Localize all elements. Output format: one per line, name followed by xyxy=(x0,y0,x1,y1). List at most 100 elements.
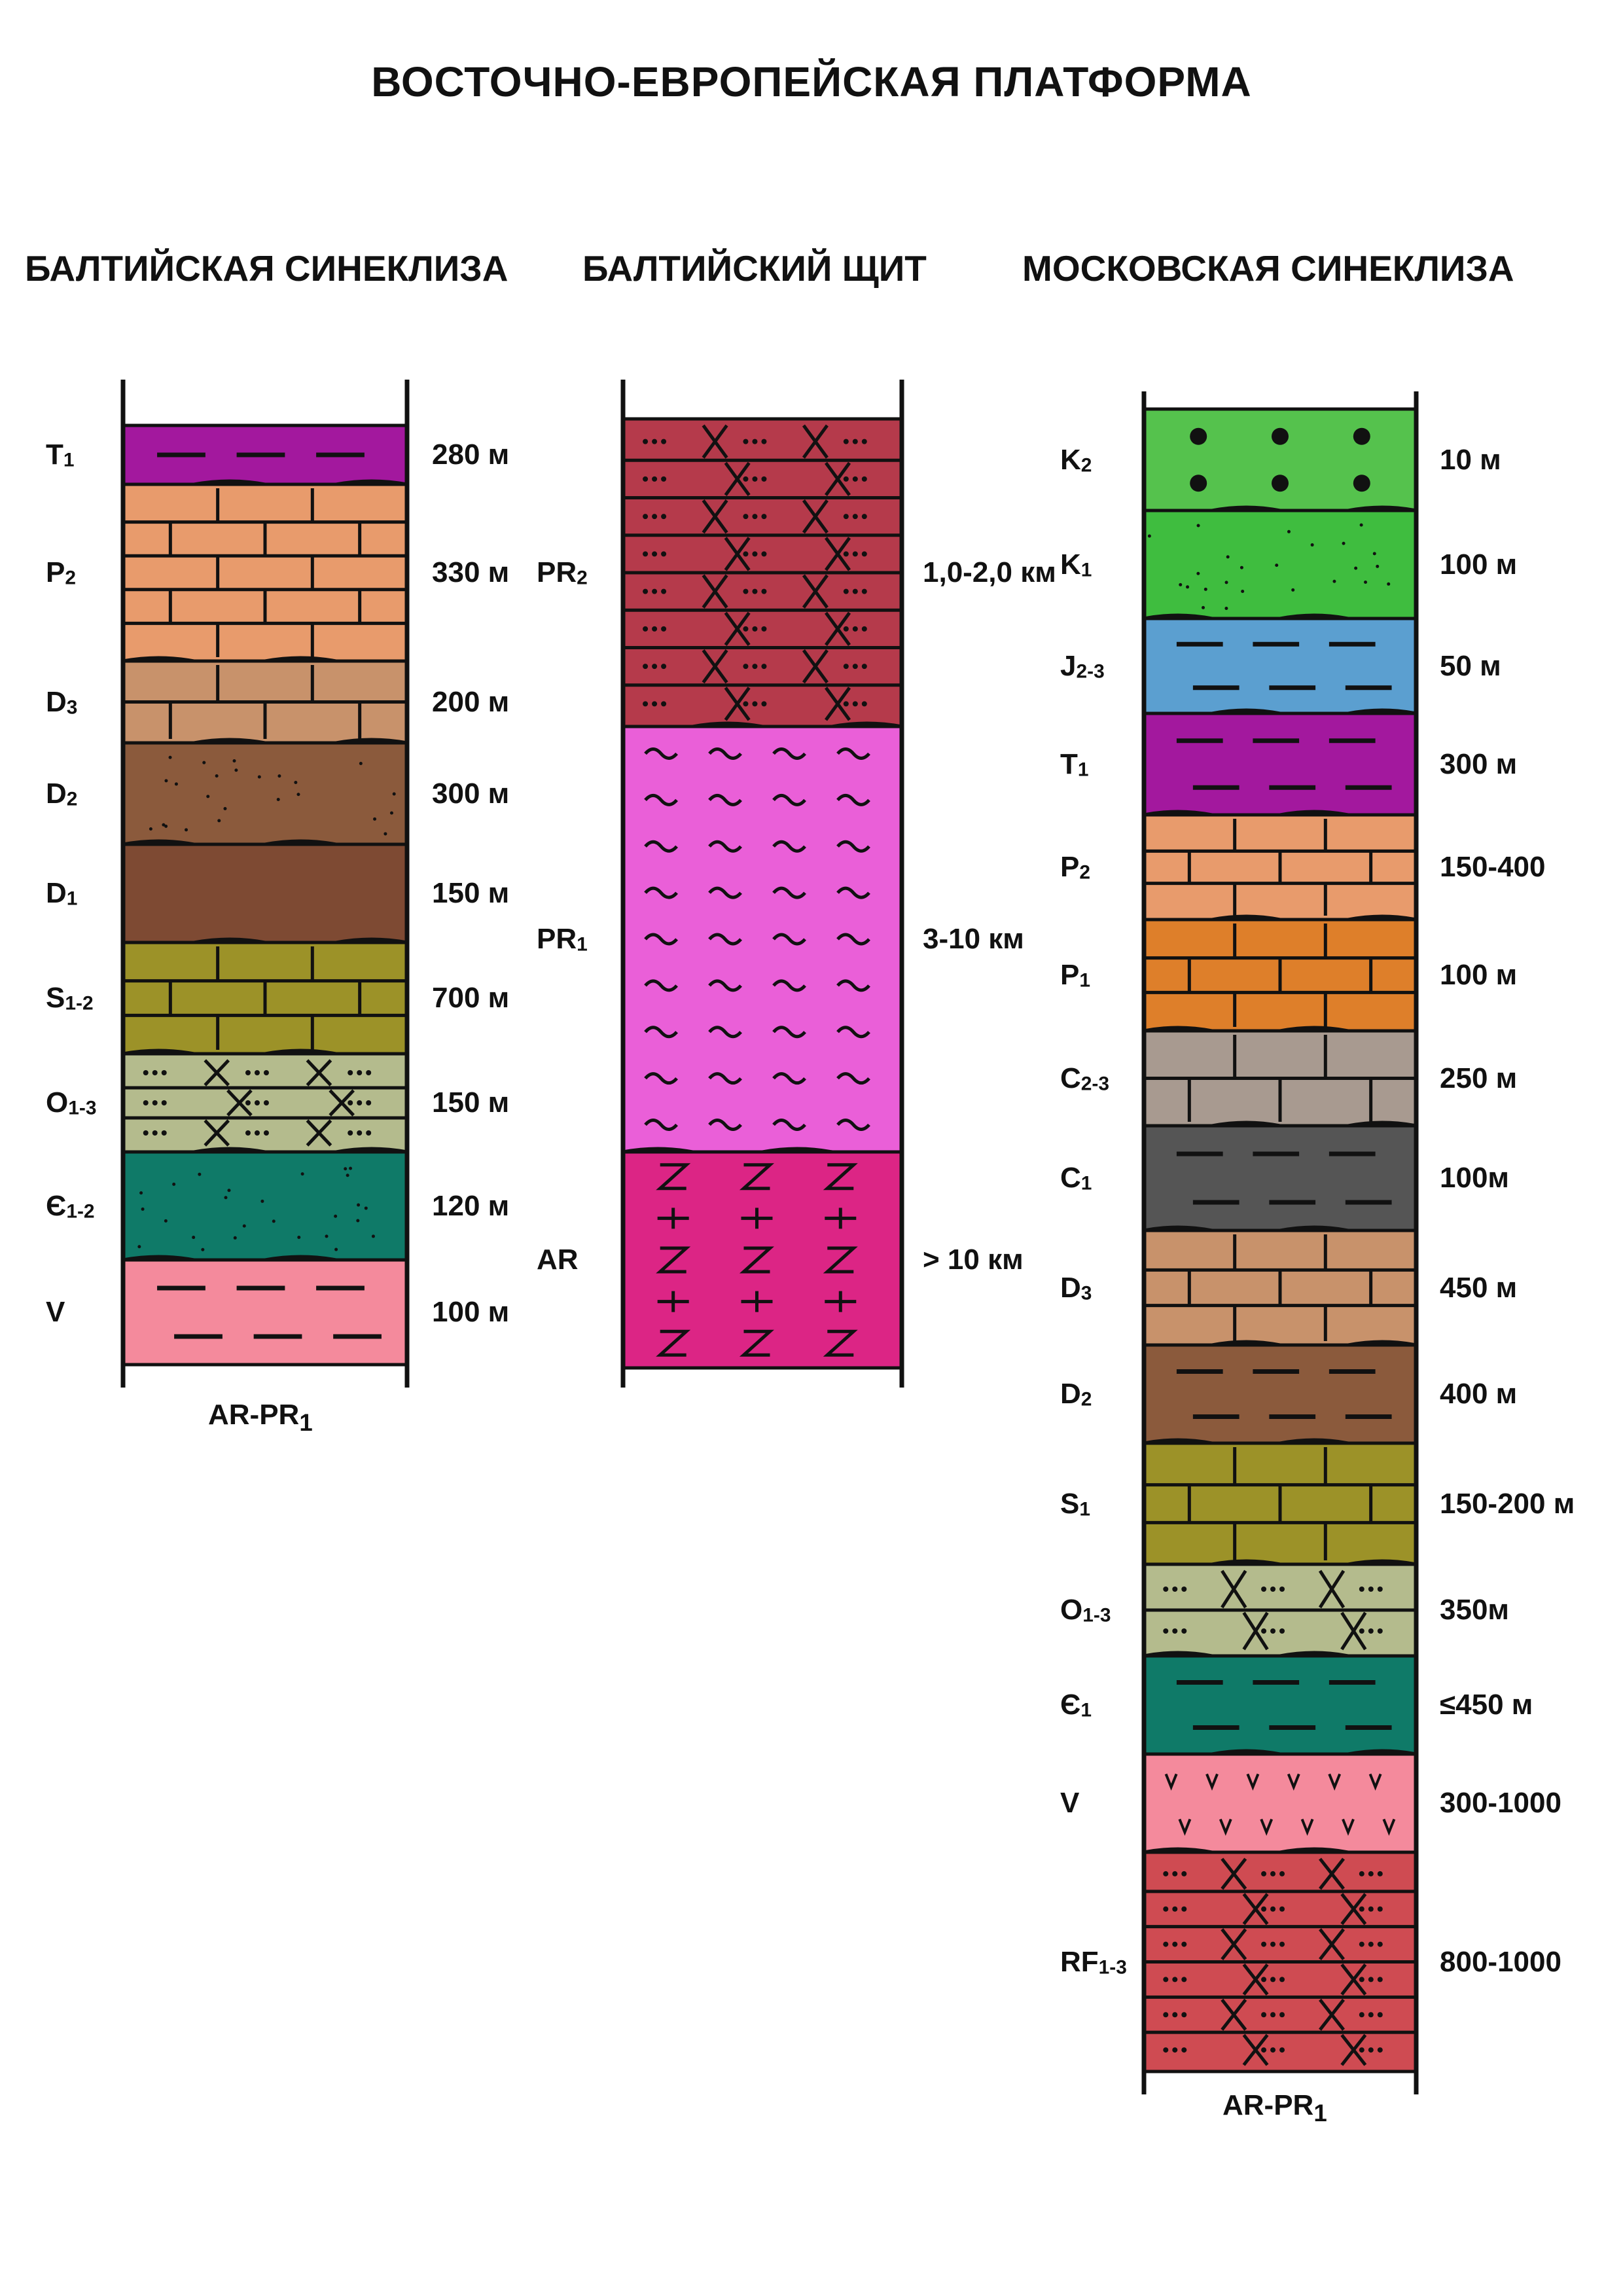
age-label-main: S xyxy=(46,982,65,1014)
diagram-title: ВОСТОЧНО-ЕВРОПЕЙСКАЯ ПЛАТФОРМА xyxy=(371,58,1252,105)
column-title-baltic-shield: БАЛТИЙСКИЙ ЩИТ xyxy=(582,248,927,289)
lithology-pattern xyxy=(1144,924,1416,1027)
layer xyxy=(1142,617,1418,719)
age-label: D1 xyxy=(46,879,77,909)
basement-label: AR-PR1 xyxy=(1222,2091,1327,2125)
thickness-label: 300 м xyxy=(1440,747,1518,780)
lithology-pattern xyxy=(1144,819,1416,916)
age-label: K2 xyxy=(1060,443,1092,476)
age-label: Є1-2 xyxy=(46,1191,95,1223)
lithology-pattern xyxy=(149,755,396,836)
age-label-subscript: 1 xyxy=(1077,759,1089,781)
thickness-label: 10 м xyxy=(1440,443,1501,476)
basement-label: AR-PR1 xyxy=(208,1401,313,1435)
layer xyxy=(621,417,904,732)
thickness-label: 200 м xyxy=(432,685,510,718)
layer-fill xyxy=(1142,1124,1418,1236)
layer-fill xyxy=(1142,711,1418,820)
thickness-label: 300 м xyxy=(432,777,510,810)
thickness-label: 1,0-2,0 км xyxy=(923,556,1056,588)
column-title-moscow-syneclise: МОСКОВСКАЯ СИНЕКЛИЗА xyxy=(1022,248,1514,289)
thickness-label: 350м xyxy=(1440,1594,1509,1626)
age-label-main: PR xyxy=(537,923,577,955)
layer xyxy=(1142,1850,1418,2073)
thickness-label: 150-200 м xyxy=(1440,1487,1575,1520)
age-label-subscript: 1 xyxy=(577,933,588,956)
age-label: J2-3 xyxy=(1060,649,1105,682)
layer xyxy=(1142,1124,1418,1236)
thickness-label: 100м xyxy=(1440,1162,1509,1194)
age-label: D3 xyxy=(1060,1271,1092,1304)
layer xyxy=(1142,407,1418,516)
thickness-label: 280 м xyxy=(432,439,510,471)
age-label-subscript: 3 xyxy=(1080,1282,1092,1304)
age-label-subscript: 1-2 xyxy=(66,1200,95,1223)
age-label-main: D xyxy=(46,685,67,718)
lithology-pattern xyxy=(137,1166,375,1251)
age-label-main: D xyxy=(46,777,67,810)
layer-fill xyxy=(1142,1654,1418,1759)
lithology-pattern xyxy=(1144,1234,1416,1341)
age-label: C2-3 xyxy=(1060,1064,1109,1094)
layer xyxy=(1142,1654,1418,1759)
age-label-main: S xyxy=(1060,1487,1080,1520)
age-label: Є1 xyxy=(1060,1691,1092,1721)
layer xyxy=(1142,1343,1418,1448)
age-label-subscript: 1-3 xyxy=(1082,1604,1111,1626)
basement-label-main: AR-PR xyxy=(1222,2089,1314,2121)
age-label: V xyxy=(46,1298,65,1327)
lithology-pattern xyxy=(123,946,407,1050)
age-label-subscript: 1 xyxy=(1079,1498,1090,1520)
age-label-main: T xyxy=(1060,747,1078,780)
age-label: PR1 xyxy=(537,925,588,955)
lithology-pattern xyxy=(656,1163,858,1357)
age-label-main: O xyxy=(1060,1594,1083,1626)
age-label-subscript: 2 xyxy=(65,567,76,589)
thickness-label: 150-400 xyxy=(1440,851,1546,883)
layer xyxy=(1142,918,1418,1036)
age-label-main: P xyxy=(1060,851,1080,883)
age-label: D2 xyxy=(46,777,77,810)
age-label: T1 xyxy=(1060,747,1089,781)
layer xyxy=(1142,1229,1418,1350)
age-label: D3 xyxy=(46,685,78,719)
age-label-subscript: 1-2 xyxy=(65,992,94,1014)
layer xyxy=(1142,813,1418,925)
lithology-pattern xyxy=(1190,427,1370,492)
thickness-label: 150 м xyxy=(432,1086,510,1119)
age-label-main: Є xyxy=(1060,1689,1081,1721)
age-label-subscript: 1-3 xyxy=(1098,1956,1127,1979)
thickness-label: 100 м xyxy=(1440,959,1518,991)
thickness-label: 3-10 км xyxy=(923,923,1024,955)
layer xyxy=(1142,1029,1418,1131)
age-label-subscript: 1 xyxy=(66,888,78,910)
layer xyxy=(1142,1752,1418,1857)
age-label-subscript: 2 xyxy=(1080,1388,1092,1410)
age-label-main: J xyxy=(1060,649,1077,682)
age-label: PR2 xyxy=(537,558,588,588)
age-label-main: K xyxy=(1060,548,1081,581)
lithology-pattern xyxy=(1144,1035,1416,1122)
age-label-subscript: 1 xyxy=(1079,969,1090,992)
lithology-pattern xyxy=(157,1285,382,1339)
thickness-label: 300-1000 xyxy=(1440,1787,1561,1819)
age-label-main: V xyxy=(46,1296,65,1328)
lithology-pattern xyxy=(1176,1369,1392,1419)
layer-fill xyxy=(1142,617,1418,719)
column-title-baltic-syneclise: БАЛТИЙСКАЯ СИНЕКЛИЗА xyxy=(25,248,508,289)
thickness-label: 100 м xyxy=(1440,548,1518,581)
thickness-label: > 10 км xyxy=(923,1244,1024,1276)
age-label-main: K xyxy=(1060,443,1081,476)
thickness-label: 330 м xyxy=(432,556,510,588)
age-label: AR xyxy=(537,1246,579,1274)
age-label: P1 xyxy=(1060,961,1090,991)
age-label-subscript: 3 xyxy=(66,696,78,719)
thickness-label: 800-1000 xyxy=(1440,1945,1561,1978)
thickness-label: 400 м xyxy=(1440,1378,1518,1410)
age-label-main: D xyxy=(1060,1271,1081,1304)
lithology-pattern xyxy=(123,1059,407,1147)
lithology-pattern xyxy=(1164,1773,1396,1836)
